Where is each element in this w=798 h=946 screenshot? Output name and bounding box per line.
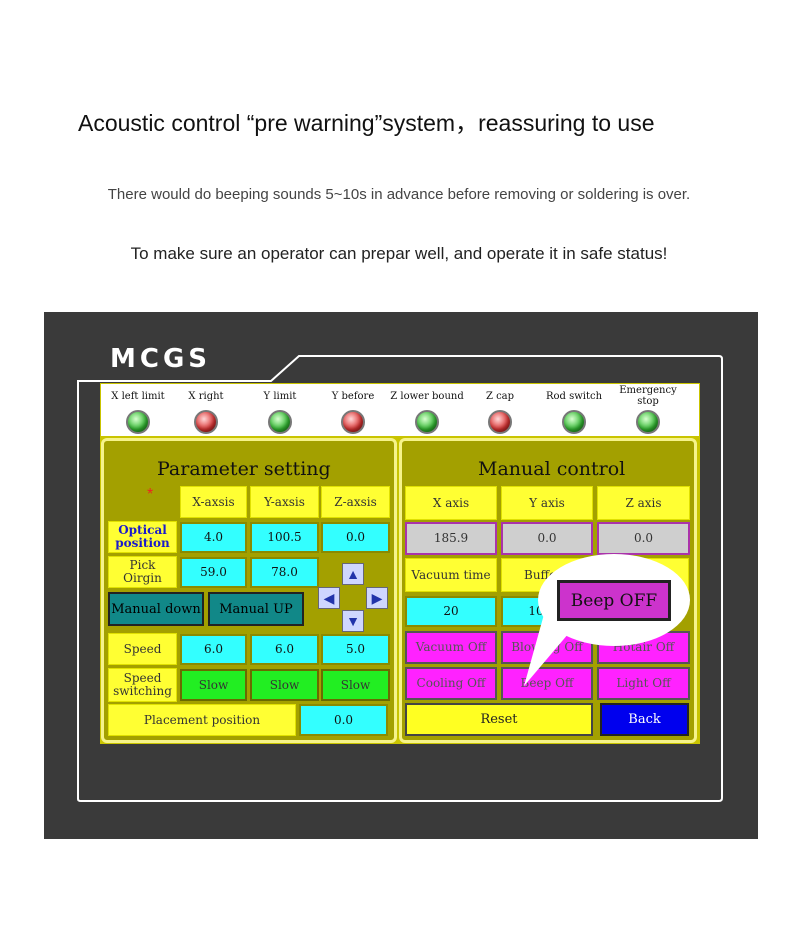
arrow-left-icon: ◀ [323,589,335,606]
speed-label: Speed [108,633,177,665]
arrow-right-icon: ▶ [371,589,383,606]
brand-logo: MCGS [104,344,218,374]
status-x-left-limit: X left limit [101,384,175,434]
bezel-frame [77,355,723,802]
pick-x-input[interactable]: 59.0 [180,557,247,588]
vacuum-off-button[interactable]: Vacuum Off [405,631,497,664]
speed-x-input[interactable]: 6.0 [180,634,247,665]
pick-y-input[interactable]: 78.0 [250,557,319,588]
status-label: X right [188,390,224,402]
header-x-axis: X-axsis [180,486,247,518]
arrow-right-button[interactable]: ▶ [366,587,388,609]
status-label: Emergency stop [619,385,677,407]
reset-button[interactable]: Reset [405,703,593,736]
arrow-up-icon: ▲ [346,566,360,582]
manual-up-button[interactable]: Manual UP [208,592,304,626]
back-button[interactable]: Back [600,703,689,736]
status-rod-switch: Rod switch [537,384,611,434]
placement-position-label: Placement position [108,704,296,736]
placement-position-input[interactable]: 0.0 [299,704,388,736]
parameter-setting-title: Parameter setting [157,458,331,480]
indicator-light-icon [415,410,439,434]
arrow-up-button[interactable]: ▲ [342,563,364,585]
arrow-left-button[interactable]: ◀ [318,587,340,609]
status-y-before: Y before [316,384,390,434]
status-label: Y before [331,390,375,402]
optical-position-label: Optical position [108,521,177,553]
indicator-light-icon [194,410,218,434]
vacuum-time-label: Vacuum time [405,558,497,592]
manual-x-value: 185.9 [405,522,497,555]
vacuum-time-input[interactable]: 20 [405,596,497,627]
indicator-light-icon [341,410,365,434]
beep-off-button[interactable]: Beep Off [501,667,593,700]
subline-beep-advance: There would do beeping sounds 5~10s in a… [107,186,691,203]
indicator-light-icon [126,410,150,434]
speed-switch-x-button[interactable]: Slow [180,669,247,701]
manual-y-value: 0.0 [501,522,593,555]
speed-switch-y-button[interactable]: Slow [250,669,319,701]
subline-safe-status: To make sure an operator can prepar well… [130,244,668,263]
manual-control-title: Manual control [478,458,626,480]
status-label: X left limit [111,390,165,402]
speed-y-input[interactable]: 6.0 [250,634,319,665]
status-y-limit: Y limit [243,384,317,434]
light-off-button[interactable]: Light Off [597,667,690,700]
manual-header-x: X axis [405,486,497,520]
indicator-light-icon [562,410,586,434]
status-z-lower-bound: Z lower bound [390,384,464,434]
speed-z-input[interactable]: 5.0 [321,634,390,665]
speed-switching-label: Speed switching [108,668,177,702]
pick-origin-label: Pick Oirgin [108,556,177,588]
status-emergency-stop: Emergency stop [611,384,685,434]
manual-header-z: Z axis [597,486,690,520]
header-z-axis: Z-axsis [321,486,390,518]
arrow-down-icon: ▼ [346,613,360,629]
indicator-light-icon [268,410,292,434]
cooling-off-button[interactable]: Cooling Off [405,667,497,700]
required-marker: * [147,486,154,503]
status-label: Z lower bound [390,390,464,402]
arrow-down-button[interactable]: ▼ [342,610,364,632]
headline: Acoustic control “pre warning”system，rea… [78,110,655,136]
manual-header-y: Y axis [501,486,593,520]
optical-z-input[interactable]: 0.0 [321,522,390,553]
manual-down-button[interactable]: Manual down [108,592,204,626]
callout-beep-off-label: Beep OFF [557,580,671,621]
optical-x-input[interactable]: 4.0 [180,522,247,553]
header-y-axis: Y-axsis [250,486,319,518]
indicator-light-icon [636,410,660,434]
status-x-right: X right [169,384,243,434]
status-label: Y limit [263,390,297,402]
speed-switch-z-button[interactable]: Slow [321,669,390,701]
optical-y-input[interactable]: 100.5 [250,522,319,553]
status-indicator-bar: X left limit X right Y limit Y before Z … [101,384,699,436]
status-label: Z cap [485,390,515,402]
status-label: Rod switch [545,390,603,402]
indicator-light-icon [488,410,512,434]
manual-z-value: 0.0 [597,522,690,555]
status-z-cap: Z cap [463,384,537,434]
